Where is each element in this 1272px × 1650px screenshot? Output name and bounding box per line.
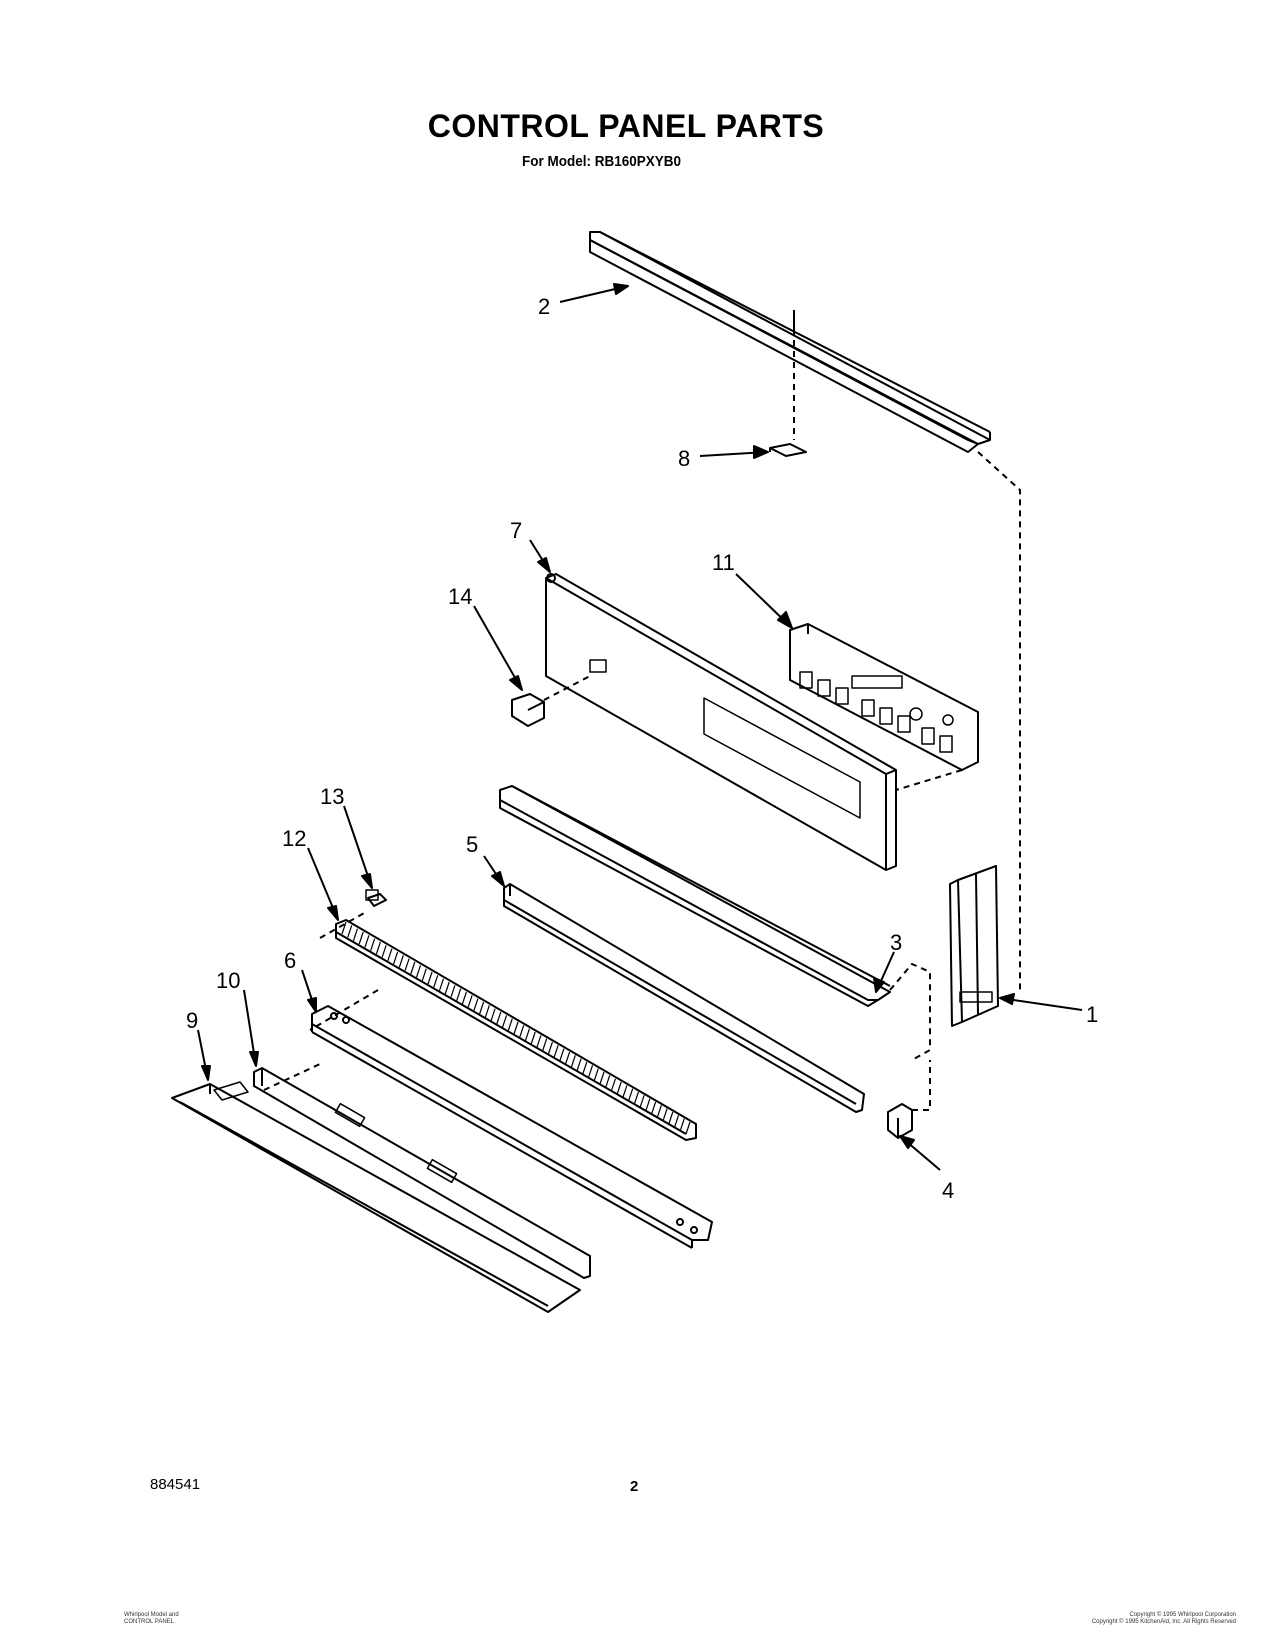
callout-5: 5 (466, 832, 478, 857)
model-subtitle: For Model: RB160PXYB0 (522, 153, 682, 170)
callout-2: 2 (538, 294, 550, 319)
part-13-clip (365, 889, 387, 907)
part-7-control-panel (545, 573, 897, 871)
page-number: 2 (630, 1478, 639, 1495)
callout-7: 7 (510, 518, 522, 543)
part-10-rail (253, 1063, 591, 1279)
callout-9: 9 (186, 1008, 198, 1033)
callout-12: 12 (282, 826, 306, 851)
footer-copyright-line-2: Copyright © 1995 KitchenAid, Inc. All Ri… (1091, 1619, 1236, 1625)
part-6-board (311, 1005, 713, 1249)
callout-8: 8 (678, 446, 690, 471)
footer-left-note: Whirlpool Model and CONTROL PANEL (124, 1612, 179, 1626)
part-2-top-trim (589, 231, 991, 453)
part-12-grille (335, 919, 697, 1141)
document-number: 884541 (150, 1476, 201, 1493)
callout-11: 11 (712, 550, 735, 575)
page-title: CONTROL PANEL PARTS (427, 108, 825, 144)
footer-left-line-1: Whirlpool Model and (124, 1612, 179, 1618)
part-9-bottom-cover (171, 1081, 581, 1313)
footer-copyright-line-1: Copyright © 1995 Whirlpool Corporation (1129, 1612, 1236, 1618)
part-11-control-board (789, 623, 979, 791)
leader-arrows (197, 283, 1083, 1171)
part-1-side-bracket (949, 865, 999, 1027)
callout-6: 6 (284, 948, 296, 973)
callout-3: 3 (890, 930, 902, 955)
part-5-trim (503, 883, 865, 1113)
callout-1: 1 (1086, 1002, 1098, 1027)
callout-13: 13 (320, 784, 344, 809)
footer-copyright: Copyright © 1995 Whirlpool Corporation C… (1092, 1612, 1236, 1626)
part-4-small-bracket (887, 1060, 931, 1139)
part-3-trim (499, 785, 891, 1007)
part-14-switch (511, 675, 591, 727)
callout-14: 14 (448, 584, 472, 609)
callout-4: 4 (942, 1178, 954, 1203)
callout-10: 10 (216, 968, 240, 993)
part-8-clip (769, 443, 807, 457)
footer-left-line-2: CONTROL PANEL (124, 1619, 175, 1625)
